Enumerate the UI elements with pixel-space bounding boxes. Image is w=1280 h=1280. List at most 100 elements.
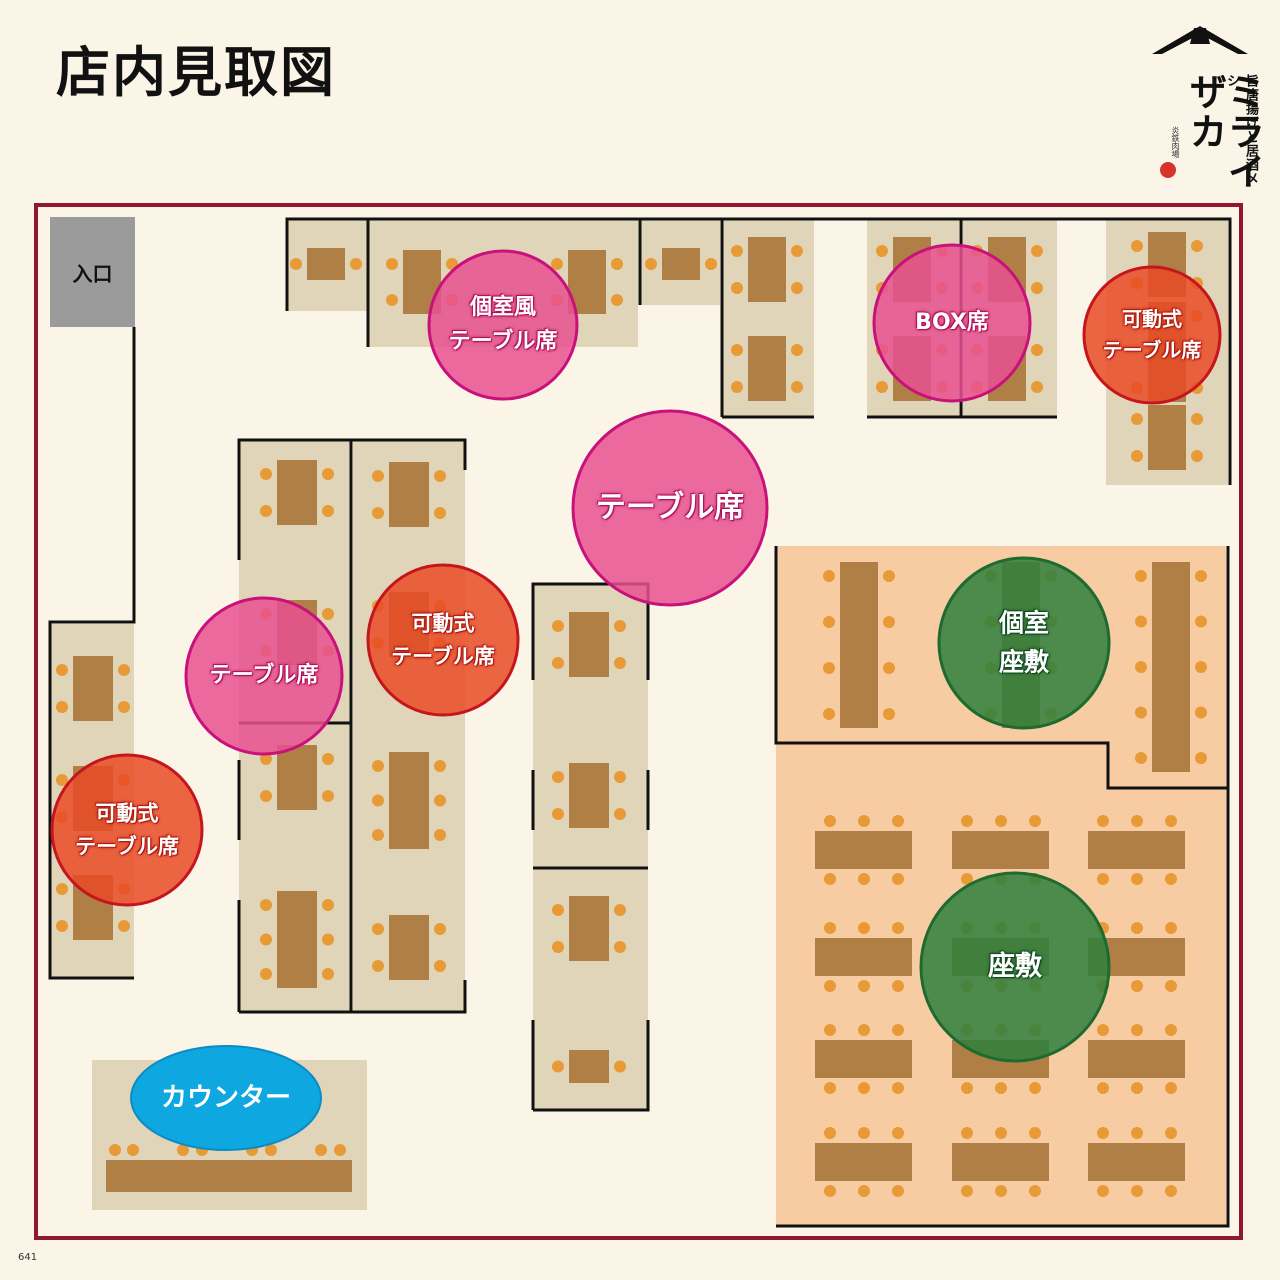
zone-label-private-style-table: 個室風テーブル席 <box>449 291 558 359</box>
table <box>389 915 429 980</box>
chair <box>1097 1185 1109 1197</box>
chair <box>1165 1024 1177 1036</box>
table <box>389 462 429 527</box>
chair <box>995 1127 1007 1139</box>
zone-label-table-seats-left: テーブル席 <box>210 659 319 693</box>
chair <box>614 620 626 632</box>
chair <box>1191 450 1203 462</box>
chair <box>260 505 272 517</box>
chair <box>322 608 334 620</box>
chair <box>265 1144 277 1156</box>
chair <box>552 771 564 783</box>
table <box>815 831 912 869</box>
chair <box>961 1127 973 1139</box>
chair <box>1165 1127 1177 1139</box>
chair <box>290 258 302 270</box>
wall <box>48 327 136 980</box>
chair <box>611 258 623 270</box>
chair <box>883 616 895 628</box>
brand-tagline: 旨唐揚げと居酒メシ <box>1224 74 1258 186</box>
chair <box>883 662 895 674</box>
zone-label-movable-table-center: 可動式テーブル席 <box>391 607 495 672</box>
chair <box>552 904 564 916</box>
chair <box>995 1082 1007 1094</box>
zone-label-line: 個室 <box>998 608 1050 638</box>
chair <box>118 701 130 713</box>
table <box>1152 562 1190 772</box>
wall <box>774 546 1228 790</box>
entrance: 入口 <box>50 217 135 327</box>
page-title: 店内見取図 <box>56 40 336 104</box>
chair <box>705 258 717 270</box>
chair <box>791 381 803 393</box>
chair <box>56 774 68 786</box>
chair <box>892 873 904 885</box>
chair <box>1131 240 1143 252</box>
zone-table-seats-center-marker <box>571 409 769 607</box>
chair <box>434 960 446 972</box>
chair <box>1097 873 1109 885</box>
chair <box>892 1185 904 1197</box>
chair <box>824 1024 836 1036</box>
chair <box>322 505 334 517</box>
table <box>569 763 609 828</box>
chair <box>1097 1082 1109 1094</box>
chair <box>614 1060 626 1073</box>
chair <box>1097 1024 1109 1036</box>
chair <box>824 873 836 885</box>
chair <box>1165 980 1177 992</box>
chair <box>322 753 334 765</box>
zone-label-movable-table-left: 可動式テーブル席 <box>75 797 179 862</box>
wall <box>531 582 650 680</box>
zone-label-line: テーブル席 <box>1102 338 1202 362</box>
chair <box>1191 240 1203 252</box>
table <box>1088 1040 1185 1078</box>
chair <box>858 980 870 992</box>
chair <box>315 1144 327 1156</box>
chair <box>260 899 272 911</box>
chair <box>858 1024 870 1036</box>
chair <box>1131 1024 1143 1036</box>
zone-label-line: テーブル席 <box>391 644 495 668</box>
chair <box>372 794 384 807</box>
chair <box>1135 570 1147 582</box>
table <box>73 656 113 721</box>
chair <box>791 344 803 356</box>
zone-label-line: 個室風 <box>469 294 536 320</box>
table <box>815 938 912 976</box>
wall <box>776 546 1230 1228</box>
brand-subtitle: 炎鉄肉場 <box>1171 126 1180 158</box>
chair <box>1191 413 1203 425</box>
chair <box>1165 1185 1177 1197</box>
chair <box>1031 381 1043 393</box>
chair <box>614 657 626 669</box>
chair <box>434 923 446 935</box>
chair <box>1165 873 1177 885</box>
chair <box>876 381 888 393</box>
zone-label-line: テーブル席 <box>75 834 179 858</box>
chair <box>1135 752 1147 764</box>
chair <box>995 1185 1007 1197</box>
chair <box>791 282 803 294</box>
zone-private-tatami-marker <box>937 556 1111 730</box>
chair <box>614 771 626 783</box>
chair <box>127 1144 139 1156</box>
table <box>569 612 609 677</box>
brand-name: ミライザカ <box>1183 72 1265 192</box>
wall <box>720 217 814 417</box>
roof-icon <box>1152 26 1248 54</box>
zone-label-line: テーブル席 <box>595 489 745 525</box>
table <box>277 891 317 988</box>
chair <box>1195 570 1207 582</box>
chair <box>961 815 973 827</box>
table <box>662 248 700 280</box>
table <box>389 752 429 849</box>
chair <box>1135 661 1147 673</box>
chair <box>1131 450 1143 462</box>
zone-label-table-seats-center: テーブル席 <box>596 485 744 532</box>
chair <box>823 570 835 582</box>
table <box>277 745 317 810</box>
chair <box>1195 615 1207 628</box>
zone-label-line: 座敷 <box>998 647 1050 676</box>
